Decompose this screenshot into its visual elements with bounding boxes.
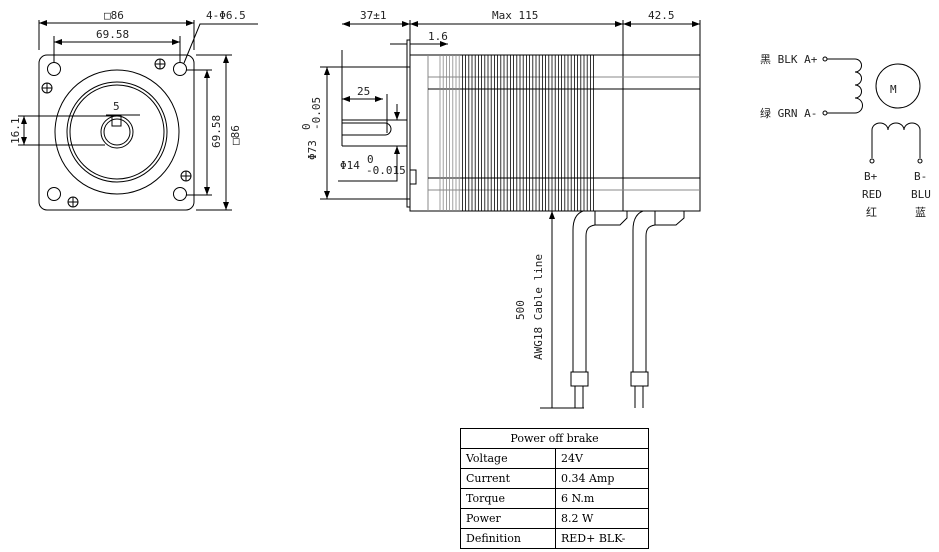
screw-icon (67, 196, 79, 208)
front-view: □86 69.58 4-Φ6.5 5 16.1 69.58 □86 (9, 9, 258, 211)
dimension-label: 69.58 (210, 115, 223, 148)
side-view: 37±1 Max 115 42.5 1.6 25 Φ73 0 -0.05 Φ14… (300, 9, 701, 409)
dimension-label: 37±1 (360, 9, 387, 22)
wiring-diagram: 黑 BLK A+ 绿 GRN A- M B+ RED 红 B- BLU 蓝 (760, 53, 931, 219)
dimension-label: Φ14 (340, 159, 360, 172)
dimension-label: AWG18 Cable line (532, 254, 545, 360)
table-title: Power off brake (460, 428, 649, 449)
dimension-label: 1.6 (428, 30, 448, 43)
screw-icon (41, 82, 53, 94)
dimension-label: B+ (864, 170, 878, 183)
dimension-label: M (890, 83, 897, 96)
dimension-label: BLU (911, 188, 931, 201)
dimension-label: 0 (367, 153, 374, 166)
dimension-label: □86 (104, 9, 124, 22)
dimension-label: B- (914, 170, 927, 183)
dimension-label: Φ73 (306, 140, 319, 160)
dimension-label: 红 (866, 206, 877, 219)
screw-icon (154, 58, 166, 70)
dimension-label: □86 (229, 125, 242, 145)
dimension-label: 黑 BLK A+ (760, 53, 818, 66)
dimension-label: 16.1 (9, 118, 22, 145)
screw-icon (180, 170, 192, 182)
dimension-label: 69.58 (96, 28, 129, 41)
dimension-label: 25 (357, 85, 370, 98)
dimension-label: 500 (514, 300, 527, 320)
dimension-label: 0 (300, 123, 313, 130)
dimension-label: -0.015 (366, 164, 406, 177)
dimension-label: 4-Φ6.5 (206, 9, 246, 22)
dimension-label: 42.5 (648, 9, 675, 22)
dimension-label: -0.05 (310, 97, 323, 130)
dimension-label: RED (862, 188, 882, 201)
dimension-label: 5 (113, 100, 120, 113)
dimension-label: Max 115 (492, 9, 538, 22)
dimension-label: 绿 GRN A- (760, 106, 817, 120)
dimension-label: 蓝 (915, 206, 926, 219)
